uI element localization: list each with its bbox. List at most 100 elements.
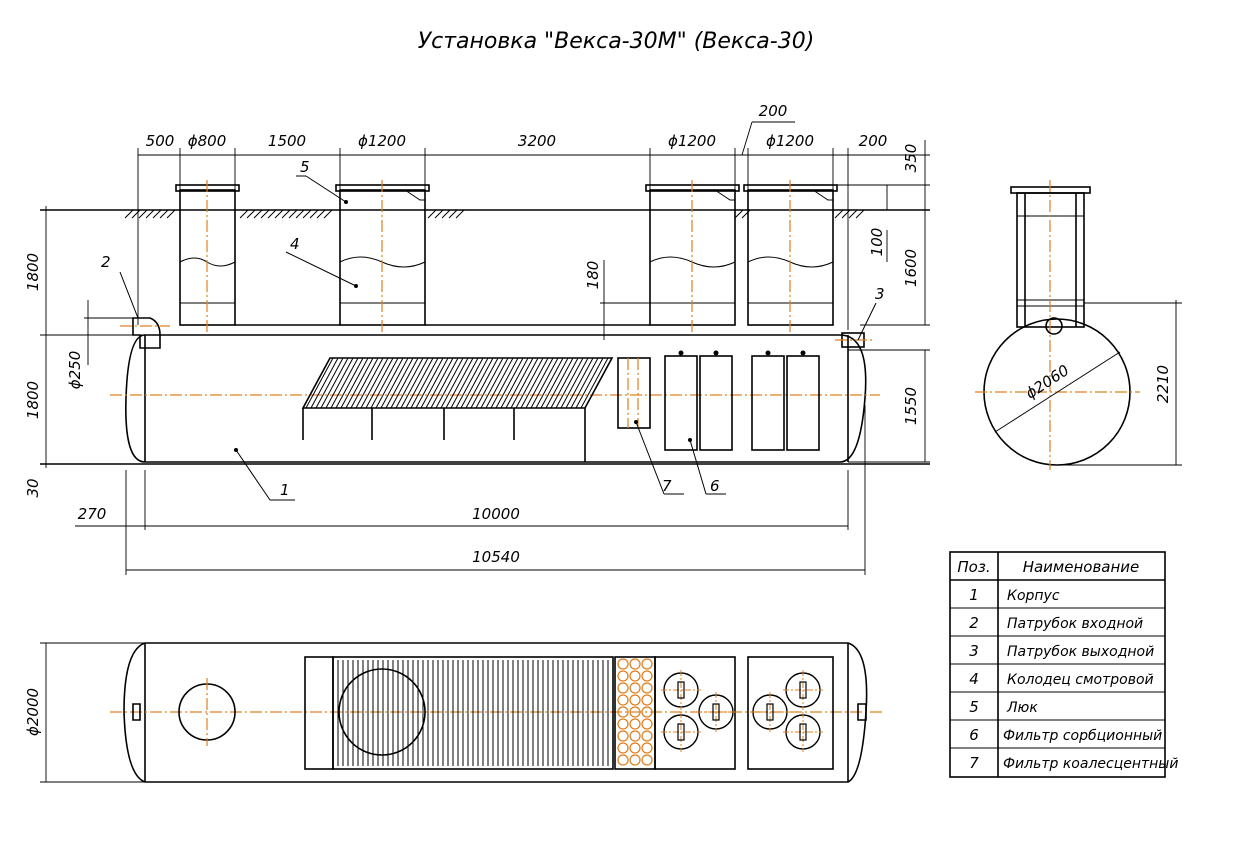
legend-name: Фильтр коалесцентный	[1003, 756, 1178, 772]
corrugated-plate	[525, 357, 554, 409]
dim-phi1200-c: ϕ1200	[766, 132, 814, 150]
coalescent-element	[617, 670, 629, 682]
corrugated-plate	[570, 357, 599, 409]
legend-pos: 5	[969, 698, 979, 716]
coalescent-element	[617, 706, 629, 718]
coalescent-element	[629, 730, 641, 742]
corrugated-plate	[495, 357, 524, 409]
drawing-title: Установка "Векса-30М" (Векса-30)	[418, 29, 815, 54]
corrugated-plate	[535, 357, 564, 409]
legend-name: Фильтр сорбционный	[1003, 728, 1162, 744]
corrugated-plate	[450, 357, 479, 409]
corrugated-plate	[505, 357, 534, 409]
ground-hatch	[124, 209, 865, 219]
callout-5: 5	[300, 158, 310, 176]
dim-10000: 10000	[472, 505, 520, 523]
dim-100: 100	[868, 228, 886, 257]
corrugated-plate	[500, 357, 529, 409]
legend-header-pos: Поз.	[957, 558, 990, 576]
corrugated-plate	[400, 357, 429, 409]
plan-view: ϕ2000	[24, 642, 885, 783]
dim-270: 270	[78, 505, 107, 523]
dim-30: 30	[24, 478, 42, 497]
legend-name: Люк	[1006, 700, 1038, 716]
corrugated-plate	[320, 357, 349, 409]
legend-pos: 6	[969, 726, 979, 744]
sorption-filter-plan-b	[747, 656, 834, 770]
callout-6: 6	[710, 477, 720, 495]
corrugated-plate	[460, 357, 489, 409]
dim-1500: 1500	[268, 132, 306, 150]
inlet-pipe	[120, 317, 170, 349]
corrugated-plate	[375, 357, 404, 409]
dim-phi2060: ϕ2060	[1022, 361, 1072, 402]
dim-1550: 1550	[902, 387, 920, 425]
coalescent-element	[641, 682, 653, 694]
coalescent-element	[629, 742, 641, 754]
side-view: ϕ2060 2210	[975, 180, 1182, 470]
coalescent-element	[629, 718, 641, 730]
dim-1600: 1600	[902, 249, 920, 287]
corrugated-plate	[315, 357, 344, 409]
corrugated-plate	[490, 357, 519, 409]
callout-leaders	[119, 175, 877, 501]
corrugated-plate	[445, 357, 474, 409]
dim-350: 350	[902, 144, 920, 173]
corrugated-plate	[395, 357, 424, 409]
dim-phi800: ϕ800	[188, 132, 227, 150]
corrugated-plate	[520, 357, 549, 409]
coalescent-element	[641, 706, 653, 718]
legend-header-name: Наименование	[1023, 558, 1140, 576]
legend-table: Поз. Наименование 1 Корпус 2 Патрубок вх…	[949, 551, 1178, 778]
dim-200-b: 200	[859, 132, 888, 150]
dim-3200: 3200	[518, 132, 556, 150]
corrugated-plate	[355, 357, 384, 409]
coalescent-element	[629, 694, 641, 706]
coalescent-element	[641, 754, 653, 766]
legend-pos: 2	[969, 614, 979, 632]
front-dimensions: 500 ϕ800 1500 ϕ1200 3200 ϕ1200 ϕ1200 200…	[24, 102, 930, 575]
corrugated-plate	[410, 357, 439, 409]
coalescent-element	[617, 694, 629, 706]
legend-name: Корпус	[1007, 588, 1060, 604]
corrugated-plate	[555, 357, 584, 409]
corrugated-plate	[510, 357, 539, 409]
legend-pos: 3	[969, 642, 979, 660]
corrugated-plate	[580, 357, 609, 409]
legend-pos: 1	[969, 586, 979, 604]
dim-phi1200-b: ϕ1200	[668, 132, 716, 150]
coalescent-element	[641, 658, 653, 670]
tank-body-front	[125, 334, 867, 463]
corrugated-plate	[365, 357, 394, 409]
corrugated-plate	[485, 357, 514, 409]
sorption-filters-front	[664, 350, 820, 451]
coalescent-element	[629, 658, 641, 670]
coalescent-element	[641, 718, 653, 730]
well-phi1200-c	[743, 180, 838, 335]
corrugated-plate	[390, 357, 419, 409]
corrugated-plate	[415, 357, 444, 409]
dim-1800-bottom: 1800	[24, 381, 42, 419]
corrugated-separator-block	[301, 357, 614, 462]
coalescent-element	[641, 670, 653, 682]
corrugated-plate	[345, 357, 374, 409]
corrugated-plate	[530, 357, 559, 409]
dim-200-a: 200	[759, 102, 788, 120]
outlet-pipe	[835, 332, 875, 348]
coalescent-element	[617, 682, 629, 694]
coalescent-element	[617, 742, 629, 754]
corrugated-plate	[340, 357, 369, 409]
coalescent-element	[629, 670, 641, 682]
dim-180: 180	[584, 261, 602, 290]
corrugated-plate	[430, 357, 459, 409]
coalescent-element	[629, 682, 641, 694]
coalescent-element	[617, 754, 629, 766]
corrugated-plate	[325, 357, 354, 409]
corrugated-plate	[435, 357, 464, 409]
dim-phi1200-a: ϕ1200	[358, 132, 406, 150]
dim-10540: 10540	[472, 548, 520, 566]
coalescent-element	[641, 694, 653, 706]
coalescent-element	[641, 742, 653, 754]
corrugated-plate	[550, 357, 579, 409]
callout-1: 1	[280, 481, 290, 499]
